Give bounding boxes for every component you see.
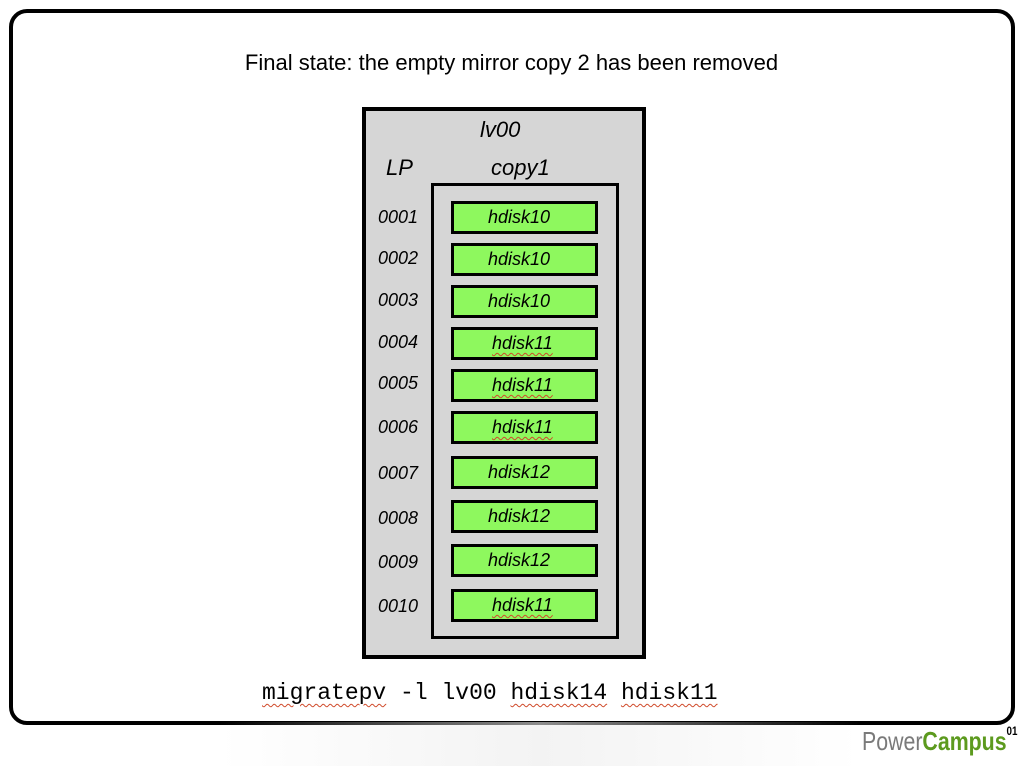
pp-disk-label: hdisk10 — [488, 291, 551, 311]
pp-box: hdisk12 — [451, 500, 598, 533]
command-flag: -l — [400, 680, 428, 706]
command-target-disk: hdisk11 — [620, 680, 718, 706]
lp-label: 0007 — [378, 463, 419, 483]
pp-box: hdisk11 — [451, 589, 598, 622]
pp-disk-label: hdisk11 — [492, 595, 553, 615]
pp-disk-label: hdisk12 — [488, 550, 551, 570]
pp-box: hdisk12 — [451, 544, 598, 577]
lp-label: 0008 — [378, 508, 419, 528]
command-lv: lv00 — [441, 680, 497, 706]
pp-disk-label: hdisk11 — [492, 417, 553, 437]
lp-label: 0004 — [378, 332, 419, 352]
logo-campus: Campus — [922, 726, 1007, 756]
lp-header: LP — [386, 155, 413, 180]
lp-label: 0010 — [378, 596, 419, 616]
pp-disk-label: hdisk11 — [492, 375, 553, 395]
logo-suffix: 01 — [1006, 724, 1018, 738]
command-name: migratepv — [262, 680, 387, 706]
pp-box: hdisk11 — [451, 411, 598, 444]
powercampus-logo: PowerCampus01 — [862, 724, 1018, 757]
pp-disk-label: hdisk12 — [488, 506, 551, 526]
pp-box: hdisk11 — [451, 369, 598, 402]
lv-name: lv00 — [480, 117, 521, 142]
slide-title: Final state: the empty mirror copy 2 has… — [244, 50, 779, 75]
pp-box: hdisk10 — [451, 285, 598, 318]
pp-box: hdisk11 — [451, 327, 598, 360]
pp-box: hdisk12 — [451, 456, 598, 489]
lp-label: 0005 — [378, 373, 419, 393]
lp-label: 0006 — [378, 417, 419, 437]
pp-disk-label: hdisk10 — [488, 207, 551, 227]
lp-label: 0009 — [378, 552, 419, 572]
lp-label: 0001 — [378, 207, 419, 227]
pp-disk-label: hdisk11 — [492, 333, 553, 353]
footer-shade — [220, 722, 860, 766]
pp-disk-label: hdisk12 — [488, 462, 551, 482]
command-line: migratepv -l lv00 hdisk14 hdisk11 — [262, 680, 718, 706]
lp-label: 0002 — [378, 248, 419, 268]
copy1-header: copy1 — [491, 155, 550, 180]
pp-box: hdisk10 — [451, 243, 598, 276]
command-source-disk: hdisk14 — [510, 680, 608, 706]
logo-power: Power — [862, 726, 923, 756]
pp-box: hdisk10 — [451, 201, 598, 234]
pp-disk-label: hdisk10 — [488, 249, 551, 269]
lp-label: 0003 — [378, 290, 419, 310]
